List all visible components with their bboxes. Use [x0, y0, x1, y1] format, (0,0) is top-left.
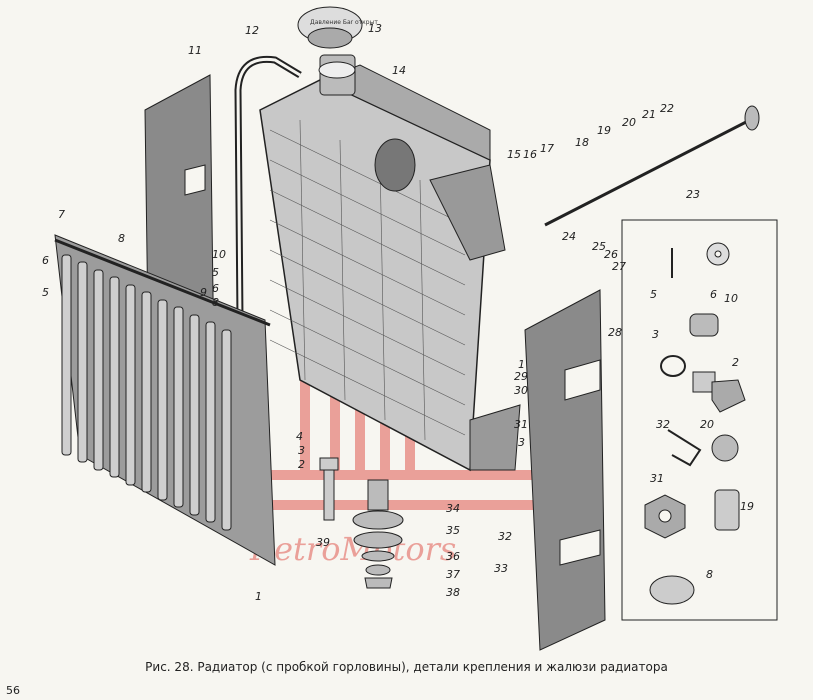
callout-35: 35: [446, 524, 460, 537]
callout-3a: 3: [518, 436, 525, 449]
rod-knob: [744, 105, 760, 131]
callout-14: 14: [392, 64, 406, 77]
callout-16: 16: [523, 148, 537, 161]
callout-30: 30: [514, 384, 528, 397]
callout-22: 22: [660, 102, 674, 115]
callout-6b: 6: [212, 282, 219, 295]
callout-23: 23: [686, 188, 700, 201]
callout-37: 37: [446, 568, 460, 581]
page-number: 56: [6, 684, 20, 697]
inset-callout-19: 19: [740, 500, 754, 513]
callout-8b: 8: [212, 296, 219, 309]
inset-callout-8: 8: [706, 568, 713, 581]
callout-29: 29: [514, 370, 528, 383]
callout-20: 20: [622, 116, 636, 129]
inset-callout-32: 32: [656, 418, 670, 431]
callout-26: 26: [604, 248, 618, 261]
callout-17: 17: [540, 142, 554, 155]
callout-27: 27: [612, 260, 626, 273]
mount-stack: [352, 479, 404, 589]
callout-9: 9: [200, 286, 207, 299]
callout-5b: 5: [212, 266, 219, 279]
callout-18: 18: [575, 136, 589, 149]
callout-21: 21: [642, 108, 656, 121]
radiator-body: [259, 54, 521, 472]
callout-31: 31: [514, 418, 528, 431]
detail-parts: [644, 242, 746, 605]
callout-3b: 3: [298, 444, 305, 457]
callout-1a: 1: [518, 358, 525, 371]
callout-13: 13: [368, 22, 382, 35]
inset-callout-20: 20: [700, 418, 714, 431]
figure-caption: Рис. 28. Радиатор (с пробкой горловины),…: [145, 660, 668, 674]
callout-36: 36: [446, 550, 460, 563]
callout-8: 8: [118, 232, 125, 245]
watermark-text: RetroMotors: [249, 530, 456, 568]
callout-34: 34: [446, 502, 460, 515]
radiator-cap: Давление Бar открыт: [297, 6, 378, 49]
callout-1b: 1: [255, 590, 262, 603]
detail-inset-frame: [621, 219, 778, 621]
inset-callout-5: 5: [650, 288, 657, 301]
inset-callout-6: 6: [710, 288, 717, 301]
callout-10: 10: [212, 248, 226, 261]
side-panel-right: [524, 289, 606, 651]
callout-12: 12: [245, 24, 259, 37]
callout-4: 4: [296, 430, 303, 443]
callout-24: 24: [562, 230, 576, 243]
radiator-shutters: [54, 234, 276, 566]
inset-callout-3: 3: [652, 328, 659, 341]
callout-labels: 13 12 11 14 15 16 17 18 19 20 21 22 23 7…: [42, 22, 754, 603]
inset-callout-2: 2: [732, 356, 739, 369]
callout-38: 38: [446, 586, 460, 599]
shutter-rod: [544, 118, 751, 227]
callout-33: 33: [494, 562, 508, 575]
callout-7: 7: [58, 208, 65, 221]
callout-32a: 32: [498, 530, 512, 543]
callout-5: 5: [42, 286, 49, 299]
callout-15: 15: [507, 148, 521, 161]
cap-stamp: Давление Бar открыт: [310, 19, 378, 26]
callout-19: 19: [597, 124, 611, 137]
inset-callout-10: 10: [724, 292, 738, 305]
callout-11: 11: [188, 44, 202, 57]
callout-2a: 2: [298, 458, 305, 471]
callout-25: 25: [592, 240, 606, 253]
callout-6: 6: [42, 254, 49, 267]
bolt-39: [319, 457, 339, 521]
callout-39: 39: [316, 536, 330, 549]
inset-callout-31: 31: [650, 472, 664, 485]
callout-28: 28: [608, 326, 622, 339]
